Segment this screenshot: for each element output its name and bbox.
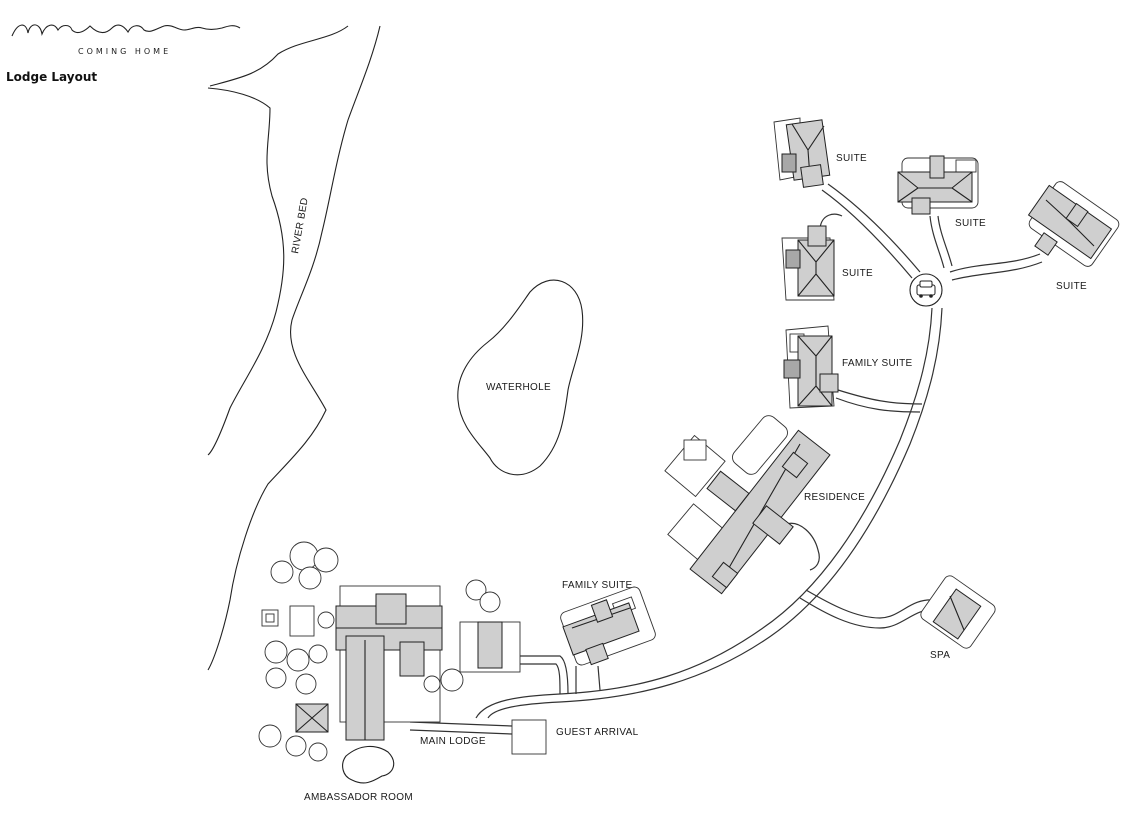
residence-label: RESIDENCE	[804, 492, 865, 503]
trees	[258, 541, 501, 762]
spa-label: SPA	[930, 650, 950, 661]
road-network	[409, 183, 1043, 735]
river-bed-label: RIVER BED	[290, 197, 311, 255]
guest-arrival-label: GUEST ARRIVAL	[556, 727, 639, 738]
family-suite-south-label: FAMILY SUITE	[562, 580, 633, 591]
waterhole: WATERHOLE	[457, 279, 584, 476]
main-lodge-label: MAIN LODGE	[420, 736, 486, 747]
suite-4-building: SUITE	[781, 225, 873, 301]
suite-3-label: SUITE	[1056, 281, 1087, 292]
river-bed: RIVER BED	[207, 25, 381, 671]
family-suite-south-building: FAMILY SUITE	[560, 580, 656, 666]
page-title: Lodge Layout	[6, 70, 98, 84]
family-suite-north-building: FAMILY SUITE	[783, 325, 913, 409]
suite-3-building: SUITE	[1027, 181, 1120, 292]
main-lodge-building: MAIN LODGE AMBASSADOR ROOM	[261, 585, 521, 803]
spa-building: SPA	[920, 575, 996, 661]
family-suite-north-label: FAMILY SUITE	[842, 358, 913, 369]
ambassador-room-label: AMBASSADOR ROOM	[304, 792, 413, 803]
vehicle-turnaround	[909, 273, 943, 307]
suite-1-building: SUITE	[773, 117, 867, 188]
car-icon	[916, 280, 936, 298]
suite-2-building: SUITE	[897, 155, 986, 229]
waterhole-label: WATERHOLE	[486, 382, 551, 393]
guest-arrival-building: GUEST ARRIVAL	[511, 719, 639, 755]
monwana-logo: COMING HOME	[11, 24, 241, 56]
brand-tagline: COMING HOME	[78, 47, 171, 56]
suite-2-label: SUITE	[955, 218, 986, 229]
suite-4-label: SUITE	[842, 268, 873, 279]
suite-1-label: SUITE	[836, 153, 867, 164]
residence-building: RESIDENCE	[664, 415, 865, 595]
